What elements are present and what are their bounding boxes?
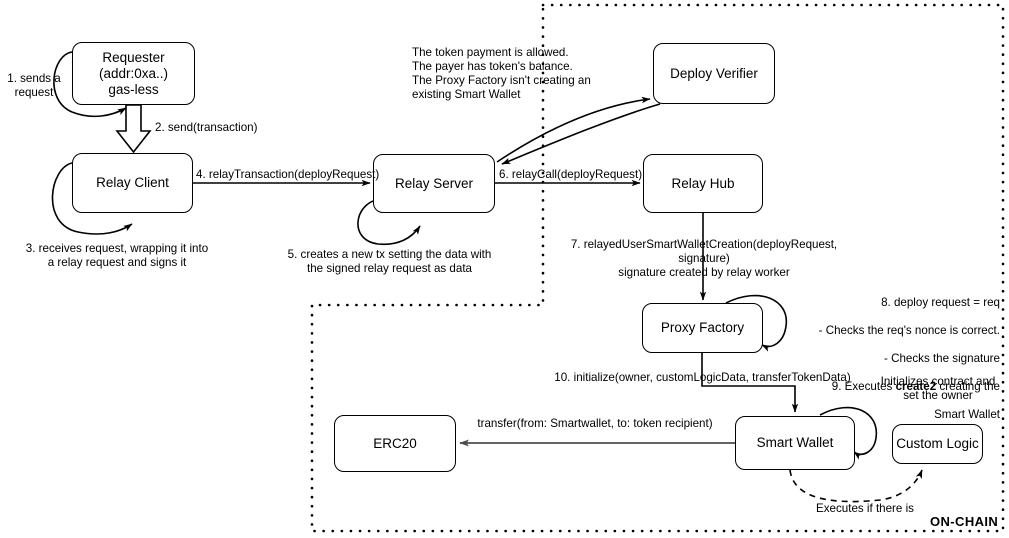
node-proxy-factory-label: Proxy Factory (660, 320, 745, 335)
label-step5: 5. creates a new tx setting the data wit… (287, 248, 492, 275)
node-deploy-verifier-label: Deploy Verifier (670, 65, 758, 81)
note-factory-line3: - Checks the signature (884, 352, 1000, 365)
note-factory-create2: create2 (895, 380, 937, 393)
note-deploy-verifier-conditions: The token payment is allowed. The payer … (412, 46, 591, 101)
node-requester-label: Requester (addr:0xa..) gas-less (98, 49, 169, 97)
edge-executes-if-dashed (789, 469, 923, 503)
label-step7: 7. relayedUserSmartWalletCreation(deploy… (570, 238, 838, 279)
node-relay-client-label: Relay Client (96, 175, 169, 190)
node-relay-hub[interactable]: Relay Hub (643, 154, 763, 213)
label-step1: 1. sends a request (7, 72, 61, 99)
node-deploy-verifier[interactable]: Deploy Verifier (653, 43, 775, 104)
note-factory-line5: Smart Wallet (934, 408, 1000, 421)
node-relay-server-label: Relay Server (394, 175, 474, 191)
edge-step2-block-arrow (115, 104, 152, 154)
label-transfer: transfer(from: Smartwallet, to: token re… (477, 417, 713, 430)
node-custom-logic-label: Custom Logic (896, 436, 979, 451)
node-erc20[interactable]: ERC20 (334, 415, 456, 472)
note-proxy-factory-checks: 8. deploy request = req - Checks the req… (770, 282, 1000, 436)
node-smart-wallet-label: Smart Wallet (756, 435, 834, 450)
on-chain-zone-label: ON-CHAIN (930, 514, 999, 529)
note-factory-line4-pre: 9. Executes (831, 380, 896, 393)
node-requester[interactable]: Requester (addr:0xa..) gas-less (72, 42, 195, 105)
label-step3: 3. receives request, wrapping it into a … (25, 242, 209, 269)
node-relay-client[interactable]: Relay Client (72, 153, 193, 213)
note-factory-line2: - Checks the req's nonce is correct. (818, 324, 1000, 337)
node-relay-server[interactable]: Relay Server (373, 154, 495, 213)
node-erc20-label: ERC20 (373, 435, 417, 451)
label-step6: 6. relayCall(deployRequest) (499, 168, 643, 181)
node-proxy-factory[interactable]: Proxy Factory (642, 303, 763, 353)
note-factory-line1: 8. deploy request = req (881, 296, 1000, 309)
edge-deploy-verifier-request (496, 96, 651, 163)
node-relay-hub-label: Relay Hub (671, 175, 735, 191)
label-executes-if-there-is: Executes if there is (816, 502, 914, 515)
note-factory-line4: 9. Executes create2 creating the (770, 380, 1000, 394)
label-step2: 2. send(transaction) (155, 121, 258, 134)
label-step4: 4. relayTransaction(deployRequest) (196, 168, 380, 181)
edge-deploy-verifier-response (501, 103, 661, 165)
note-factory-line4-post: creating the (936, 380, 1000, 393)
